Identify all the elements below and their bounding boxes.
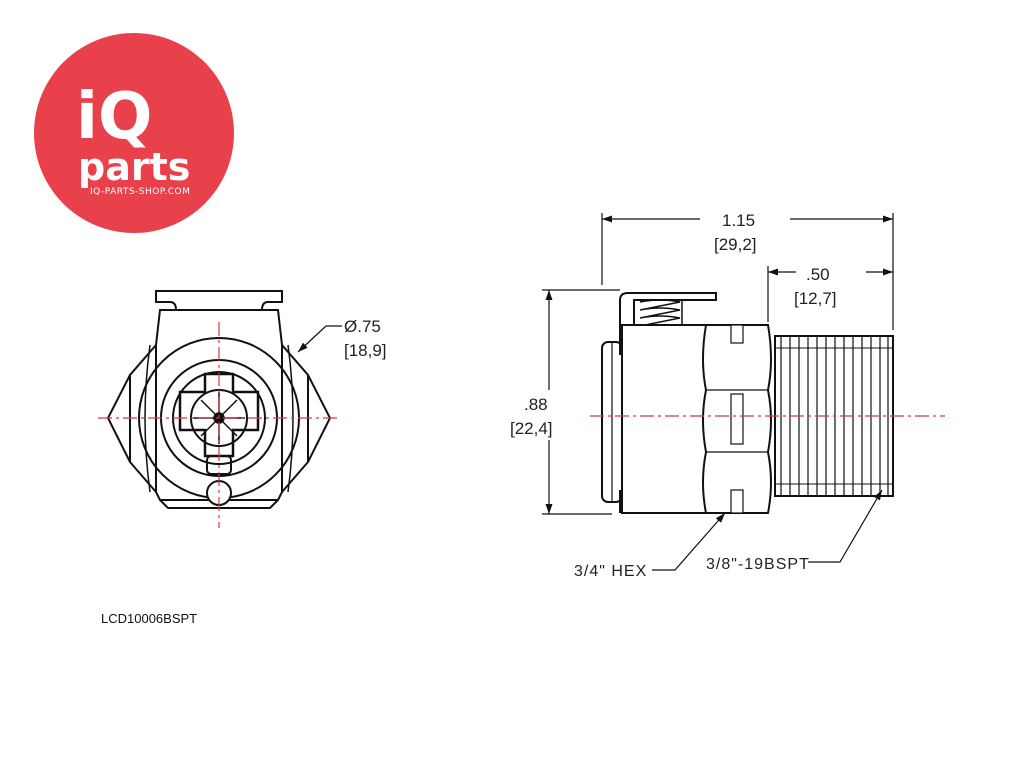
logo-circle [34, 33, 234, 233]
thread-length-dimension [767, 266, 893, 322]
part-number-label: LCD10006BSPT [101, 611, 198, 626]
side-view [601, 292, 894, 514]
thread-length-in: .50 [806, 265, 830, 284]
height-dimension [542, 289, 620, 515]
diameter-in-label: Ø.75 [344, 317, 381, 336]
height-mm: [22,4] [510, 419, 553, 438]
hex-leader [652, 512, 726, 571]
thread-callout: 3/8"-19BSPT [706, 556, 810, 573]
logo-brand-top: iQ [76, 80, 152, 154]
iq-parts-logo[interactable]: iQ parts IQ-PARTS-SHOP.COM [34, 33, 234, 233]
height-in: .88 [524, 395, 548, 414]
diameter-mm-label: [18,9] [344, 341, 387, 360]
thread-length-mm: [12,7] [794, 289, 837, 308]
overall-length-dimension [601, 213, 894, 330]
overall-length-in: 1.15 [722, 211, 755, 230]
front-top-tab [155, 290, 283, 311]
side-body [621, 324, 707, 514]
logo-brand-bottom: parts [78, 145, 190, 189]
front-latch-cross [178, 372, 260, 458]
front-centerlines [98, 322, 340, 528]
hex-callout: 3/4" HEX [574, 563, 647, 580]
logo-url: IQ-PARTS-SHOP.COM [90, 187, 190, 197]
thread-leader [808, 489, 883, 563]
overall-length-mm: [29,2] [714, 235, 757, 254]
diameter-leader [297, 325, 342, 353]
side-spring [639, 299, 683, 328]
